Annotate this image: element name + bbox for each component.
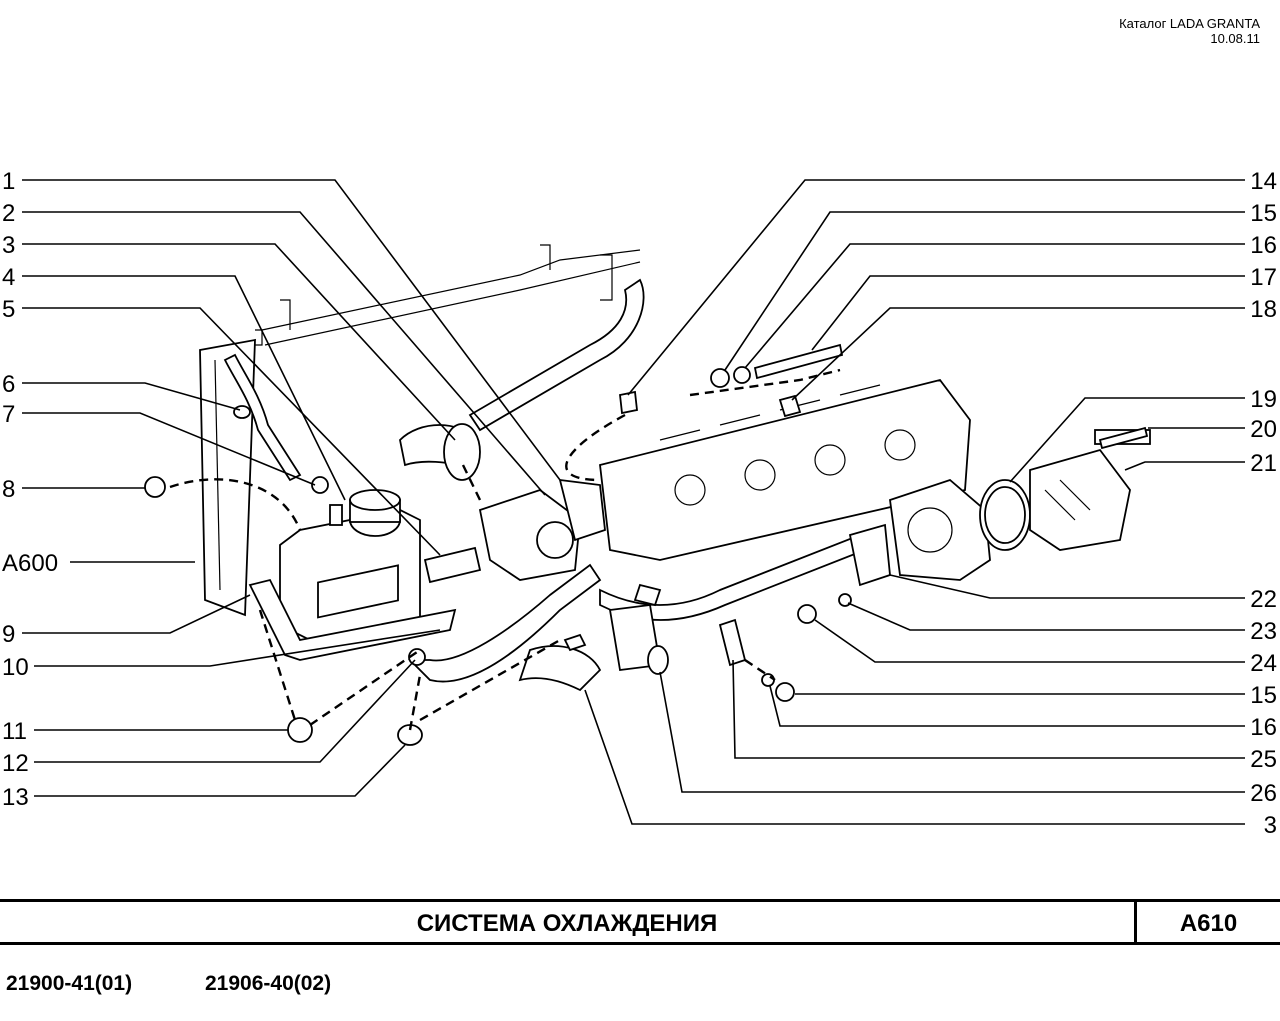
callout-4: 4 xyxy=(2,264,15,291)
callout-23: 23 xyxy=(1250,618,1277,645)
callout-a600: A600 xyxy=(2,550,58,577)
pump-housing xyxy=(889,478,991,581)
cylinder-head xyxy=(599,378,971,561)
callout-10: 10 xyxy=(2,654,29,681)
callout-21: 21 xyxy=(1250,450,1277,477)
callout-9: 9 xyxy=(2,621,15,648)
leader-lines-right xyxy=(584,179,1245,825)
thermostat-housing xyxy=(423,478,606,584)
title-bar: СИСТЕМА ОХЛАЖДЕНИЯ А610 xyxy=(0,899,1280,945)
callout-18: 18 xyxy=(1250,296,1277,323)
callout-7: 7 xyxy=(2,401,15,428)
callout-1: 1 xyxy=(2,168,15,195)
catalog-title: Каталог LADA GRANTA xyxy=(1119,16,1260,31)
callout-19: 19 xyxy=(1250,386,1277,413)
model-code-2: 21906-40(02) xyxy=(205,972,332,995)
overflow-hose xyxy=(223,353,302,482)
callout-labels-right: 14 15 16 17 18 19 20 21 22 23 24 15 16 2… xyxy=(1250,168,1277,839)
upper-radiator-hose xyxy=(399,278,645,481)
assembly-dashed-lines xyxy=(169,368,841,731)
callout-15b: 15 xyxy=(1250,682,1277,709)
coolant-pipes xyxy=(407,523,891,692)
tank-bracket xyxy=(248,578,457,661)
title-divider xyxy=(1134,902,1137,942)
callout-15: 15 xyxy=(1250,200,1277,227)
callout-16b: 16 xyxy=(1250,714,1277,741)
callout-17: 17 xyxy=(1250,264,1277,291)
callout-5: 5 xyxy=(2,296,15,323)
section-code: А610 xyxy=(1179,910,1238,937)
callout-13: 13 xyxy=(2,784,29,811)
callout-3b: 3 xyxy=(1264,812,1277,839)
callout-labels-left: 1 2 3 4 5 6 7 8 A600 9 10 11 12 13 xyxy=(2,168,58,811)
model-code-1: 21900-41(01) xyxy=(6,972,133,995)
callout-22: 22 xyxy=(1250,586,1277,613)
callout-20: 20 xyxy=(1250,416,1277,443)
callout-12: 12 xyxy=(2,750,29,777)
cooling-system-diagram: 1 2 3 4 5 6 7 8 A600 9 10 11 12 13 14 15… xyxy=(2,168,1277,839)
leader-lines-left xyxy=(22,179,561,797)
small-parts xyxy=(144,343,1149,746)
catalog-date: 10.08.11 xyxy=(1210,31,1260,46)
callout-16: 16 xyxy=(1250,232,1277,259)
callout-8: 8 xyxy=(2,476,15,503)
page-title: СИСТЕМА ОХЛАЖДЕНИЯ xyxy=(416,910,718,937)
callout-6: 6 xyxy=(2,371,15,398)
callout-26: 26 xyxy=(1250,780,1277,807)
callout-14: 14 xyxy=(1250,168,1277,195)
callout-2: 2 xyxy=(2,200,15,227)
callout-24: 24 xyxy=(1250,650,1277,677)
callout-25: 25 xyxy=(1250,746,1277,773)
callout-11: 11 xyxy=(2,718,27,745)
callout-3: 3 xyxy=(2,232,15,259)
